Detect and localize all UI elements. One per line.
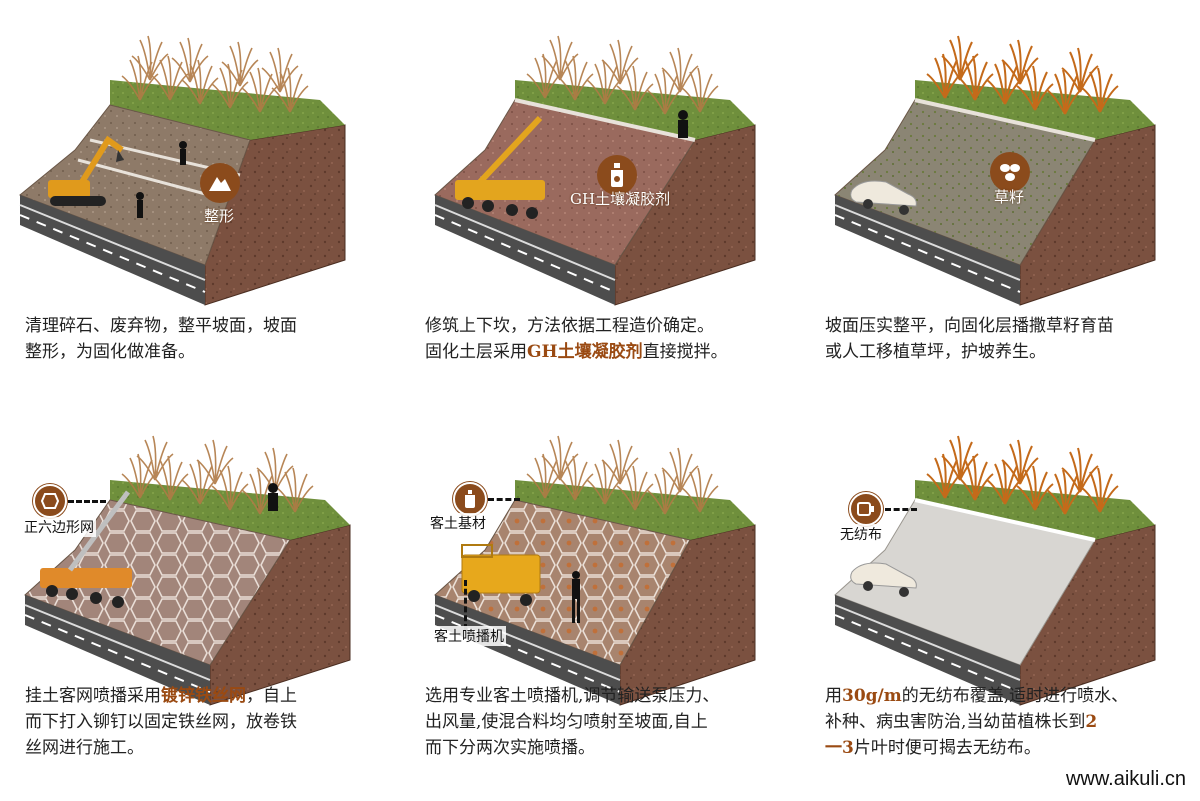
- caption-line: 补种、病虫害防治,当幼苗植株长到2: [825, 709, 1195, 735]
- crane-truck-icon: [40, 490, 132, 608]
- side-label: 正六边形网: [22, 517, 96, 537]
- caption-line: 选用专业客土喷播机,调节输送泵压力、: [425, 686, 720, 706]
- crane-truck-icon: [455, 115, 545, 219]
- caption: 挂土客网喷播采用镀锌铁丝网，自上 而下打入铆钉以固定铁丝网，放卷铁 丝网进行施工…: [25, 683, 395, 761]
- leader-line: [464, 580, 467, 630]
- panel-step-4: 正六边形网 挂土客网喷播采用镀锌铁丝网，自上 而下打入铆钉以固定铁丝网，放卷铁 …: [0, 400, 400, 800]
- slope-icon: [200, 163, 240, 203]
- caption-text: 用: [825, 686, 842, 706]
- hexagon-icon: [33, 484, 67, 518]
- caption: 清理碎石、废弃物，整平坡面，坡面 整形，为固化做准备。: [25, 313, 395, 365]
- car-icon: [850, 562, 917, 597]
- badge-label: 草籽: [994, 188, 1025, 206]
- excavator-icon: [48, 135, 124, 206]
- watermark: www.aikuli.cn: [1065, 768, 1186, 790]
- caption-line: 丝网进行施工。: [25, 738, 144, 758]
- caption-text: 片叶时便可揭去无纺布。: [853, 738, 1041, 758]
- caption-text: 直接搅拌。: [642, 342, 728, 362]
- wire-mesh-illustration: [24, 435, 351, 706]
- badge-label: 整形: [204, 207, 235, 225]
- panel-step-2: GH土壤凝胶剂 修筑上下坎，方法依据工程造价确定。 固化土层采用GH土壤凝胶剂直…: [400, 0, 800, 400]
- highlight-text: 镀锌铁丝网: [161, 686, 246, 706]
- leader-line: [488, 498, 520, 501]
- caption-line: 固化土层采用GH土壤凝胶剂直接搅拌。: [425, 339, 795, 365]
- panel-step-1: 整形 清理碎石、废弃物，整平坡面，坡面 整形，为固化做准备。: [0, 0, 400, 400]
- car-icon: [850, 180, 917, 215]
- slope-cleanup-illustration: [19, 35, 346, 306]
- caption: 用30g/m的无纺布覆盖,适时进行喷水、 补种、病虫害防治,当幼苗植株长到2 一…: [825, 683, 1195, 761]
- leader-line: [885, 508, 917, 511]
- highlight-text: 一3: [825, 738, 854, 758]
- badge-label: GH土壤凝胶剂: [570, 190, 671, 208]
- caption: 选用专业客土喷播机,调节输送泵压力、 出风量,使混合料均匀喷射至坡面,自上 而下…: [425, 683, 795, 761]
- caption-line: 坡面压实整平，向固化层播撒草籽育苗: [825, 316, 1114, 336]
- caption-line: 修筑上下坎，方法依据工程造价确定。: [425, 316, 714, 336]
- panel-step-5: 客土基材 客土喷播机 选用专业客土喷播机,调节输送泵压力、 出风量,使混合料均匀…: [400, 400, 800, 800]
- caption-line: 一3片叶时便可揭去无纺布。: [825, 735, 1195, 761]
- caption-text: 固化土层采用: [425, 342, 527, 362]
- highlight-text: 2: [1085, 712, 1098, 732]
- highlight-text: GH土壤凝胶剂: [527, 342, 643, 362]
- caption-line: 或人工移植草坪，护坡养生。: [825, 342, 1046, 362]
- side-label: 无纺布: [838, 524, 884, 544]
- hydroseeding-illustration: [434, 435, 756, 706]
- panel-step-3: 草籽 坡面压实整平，向固化层播撒草籽育苗 或人工移植草坪，护坡养生。: [800, 0, 1200, 400]
- highlight-text: 30g/m: [842, 686, 902, 706]
- leader-line: [68, 500, 106, 503]
- nonwoven-cover-illustration: [834, 435, 1156, 706]
- caption-line: 而下打入铆钉以固定铁丝网，放卷铁: [25, 712, 297, 732]
- caption-line: 挂土客网喷播采用镀锌铁丝网，自上: [25, 683, 395, 709]
- caption-line: 清理碎石、废弃物，整平坡面，坡面: [25, 316, 297, 336]
- caption-text: 的无纺布覆盖,适时进行喷水、: [901, 686, 1129, 706]
- caption-line: 整形，为固化做准备。: [25, 342, 195, 362]
- fabric-roll-icon: [849, 492, 883, 526]
- caption: 坡面压实整平，向固化层播撒草籽育苗 或人工移植草坪，护坡养生。: [825, 313, 1195, 365]
- panel-step-6: 无纺布 用30g/m的无纺布覆盖,适时进行喷水、 补种、病虫害防治,当幼苗植株长…: [800, 400, 1200, 800]
- caption: 修筑上下坎，方法依据工程造价确定。 固化土层采用GH土壤凝胶剂直接搅拌。: [425, 313, 795, 365]
- seed-icon: [990, 152, 1030, 192]
- caption-line: 而下分两次实施喷播。: [425, 738, 595, 758]
- side-label-bottom: 客土喷播机: [432, 626, 506, 646]
- bottle-icon: [453, 482, 487, 516]
- side-label-top: 客土基材: [428, 513, 488, 533]
- caption-text: ，自上: [246, 686, 297, 706]
- bottle-icon: [597, 155, 637, 195]
- grass-seeding-illustration: [834, 35, 1156, 306]
- caption-line: 出风量,使混合料均匀喷射至坡面,自上: [425, 712, 708, 732]
- soil-stabilizer-illustration: [434, 35, 756, 306]
- caption-line: 用30g/m的无纺布覆盖,适时进行喷水、: [825, 683, 1195, 709]
- caption-text: 挂土客网喷播采用: [25, 686, 161, 706]
- caption-text: 补种、病虫害防治,当幼苗植株长到: [825, 712, 1086, 732]
- hydroseeder-icon: [461, 544, 541, 606]
